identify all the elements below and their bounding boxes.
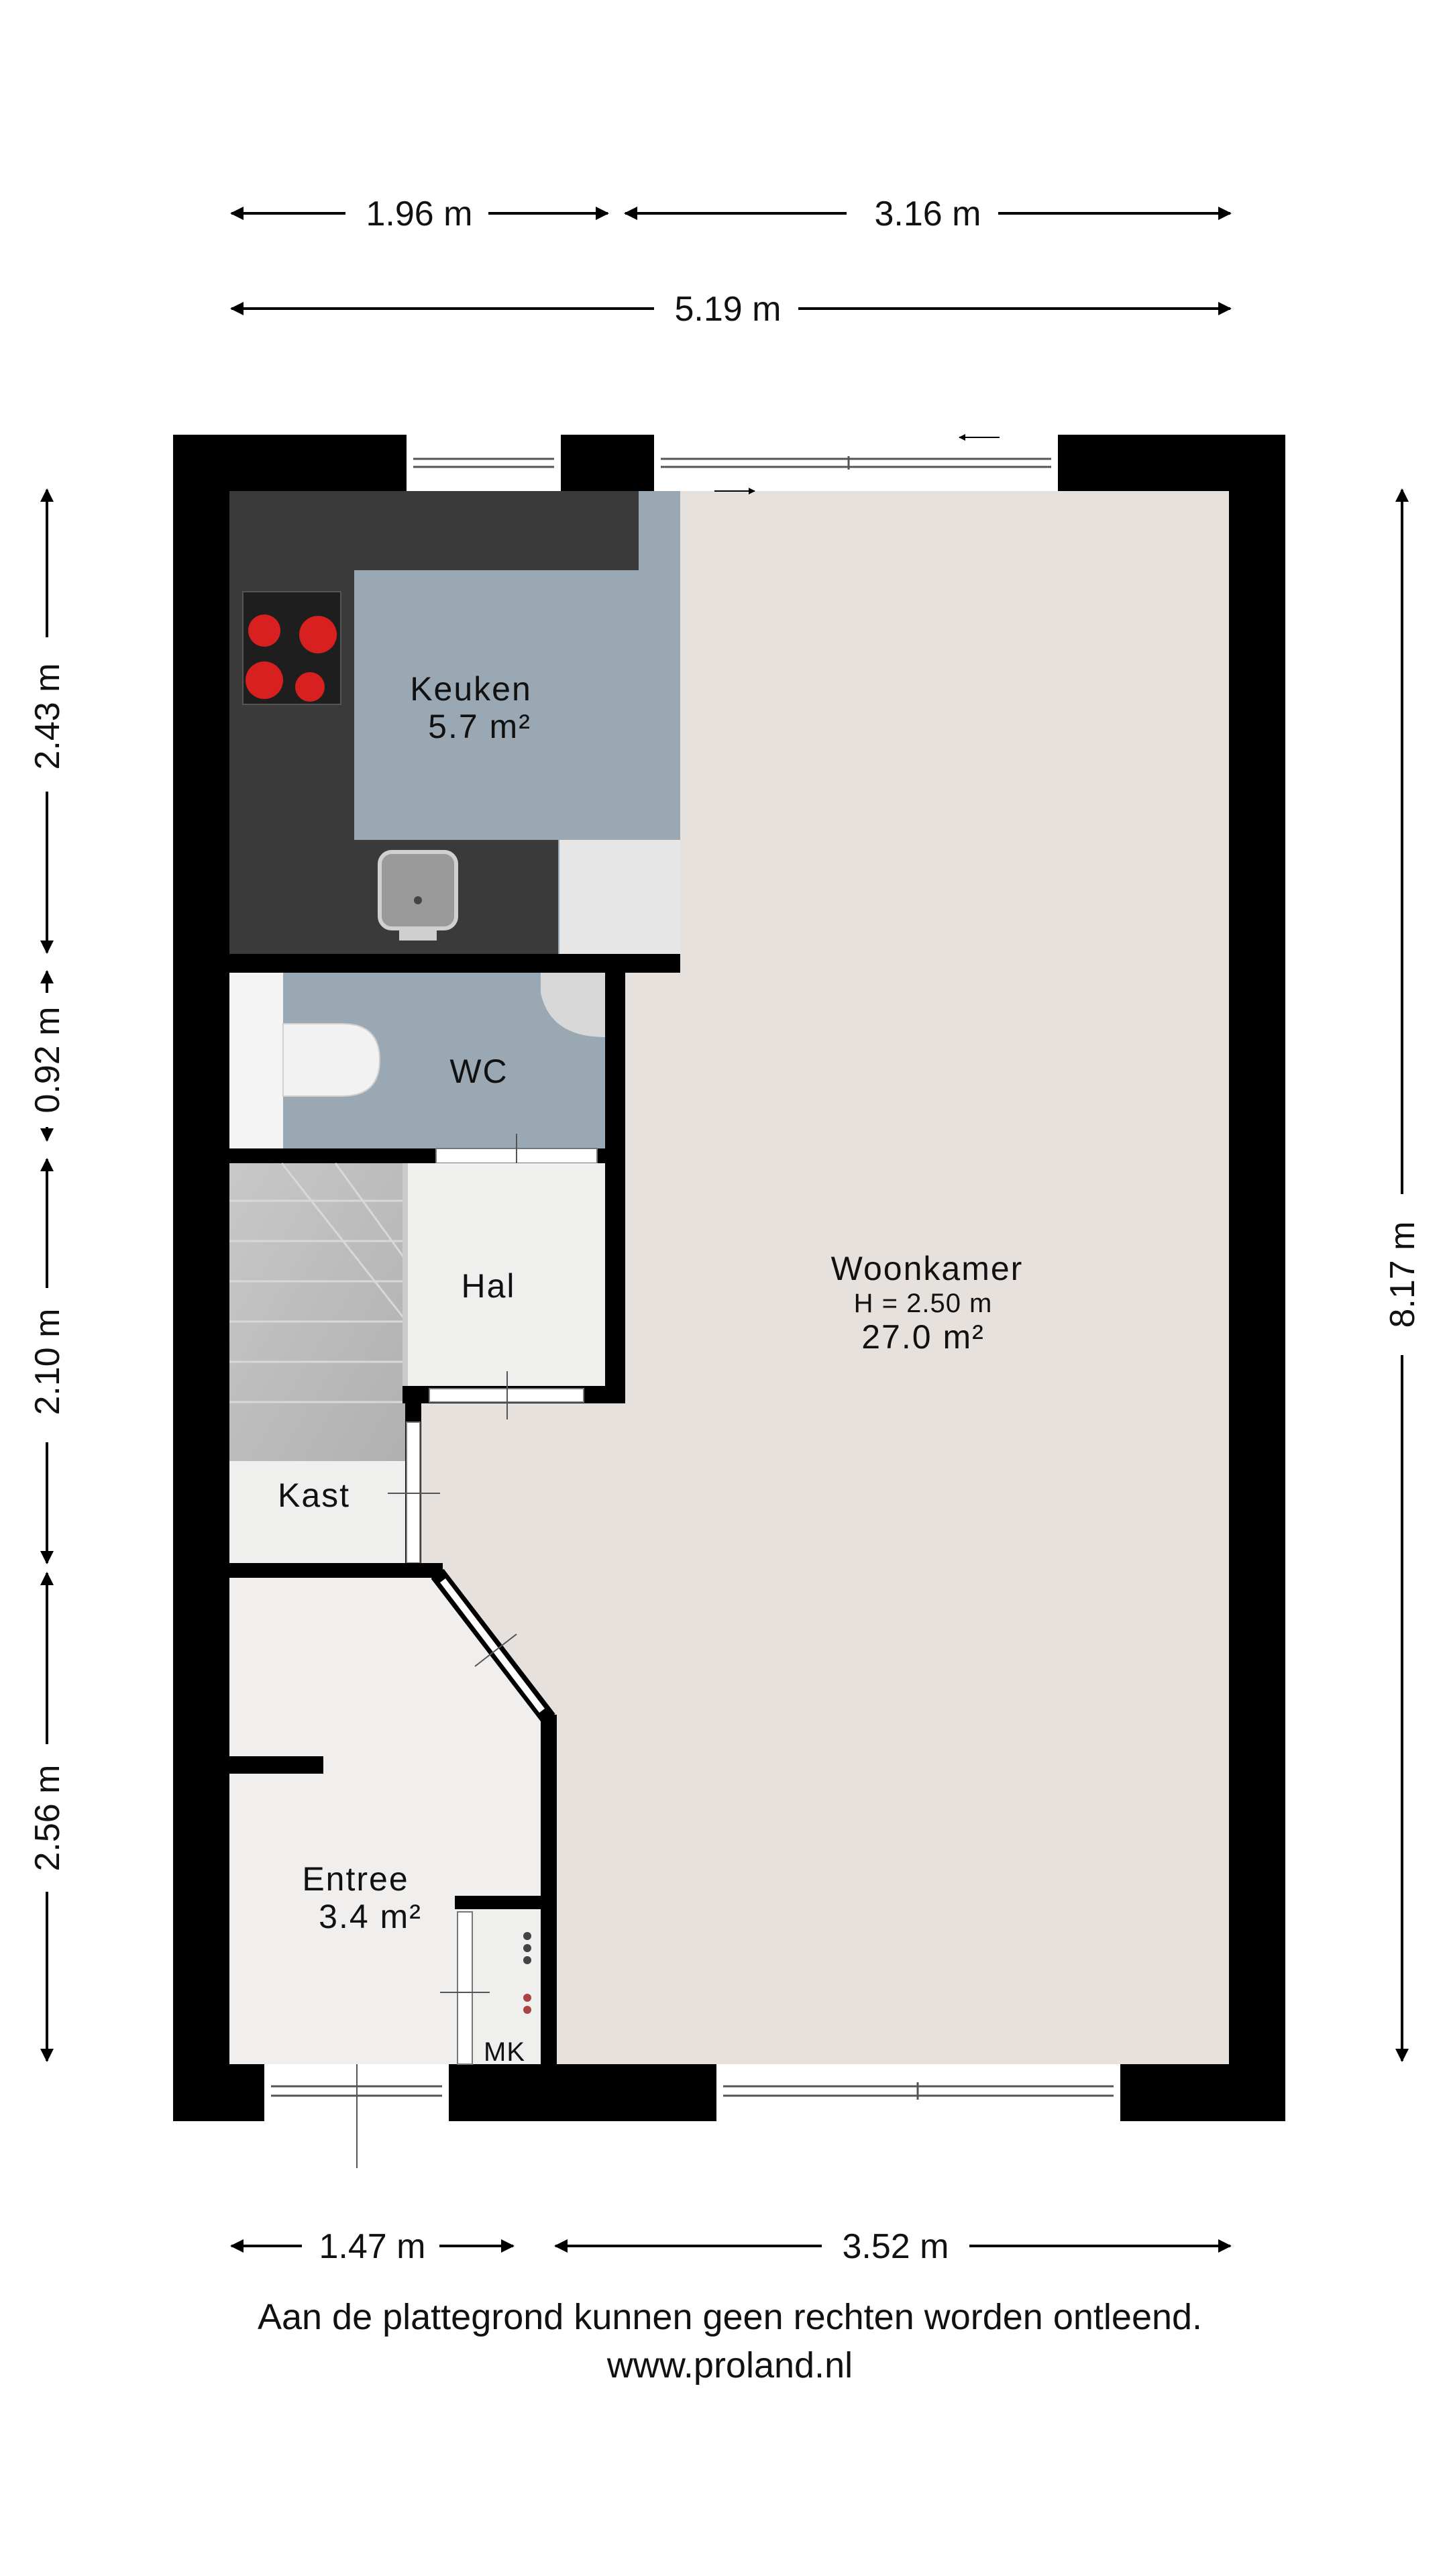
fridge <box>559 840 680 954</box>
room-woonkamer-name: Woonkamer <box>831 1250 1024 1287</box>
dimension-labels: 1.96 m 3.16 m 5.19 m 2.43 m 0.92 m 2.10 … <box>28 195 1422 2266</box>
kitchen-wall <box>229 954 680 973</box>
meter-door <box>457 1911 473 2065</box>
room-entree-area: 3.4 m² <box>319 1898 422 1935</box>
hob-ring <box>248 614 280 647</box>
woonkamer: Woonkamer H = 2.50 m 27.0 m² <box>831 1250 1024 1356</box>
entree: Entree 3.4 m² MK <box>229 1563 557 2067</box>
dim-bottom-left: 1.47 m <box>319 2227 426 2266</box>
website-url[interactable]: www.proland.nl <box>606 2345 853 2385</box>
hob-ring <box>246 661 283 699</box>
dim-bottom-right: 3.52 m <box>843 2227 949 2266</box>
room-woonkamer-height: H = 2.50 m <box>854 1289 993 1318</box>
kitchen: Keuken 5.7 m² <box>229 491 680 973</box>
room-keuken-name: Keuken <box>410 670 532 708</box>
wc: WC <box>229 973 625 1402</box>
wc-wall-right <box>605 973 625 1402</box>
hal-wall-left <box>402 1163 408 1386</box>
entree-wall-right <box>541 1715 557 2064</box>
dim-top-right: 3.16 m <box>875 195 981 233</box>
dim-left-4: 2.56 m <box>28 1765 67 1872</box>
dimension-lines <box>40 207 1409 2253</box>
toilet <box>282 1023 381 1097</box>
top-windows <box>407 434 1058 494</box>
entree-wall-stub <box>229 1756 323 1774</box>
dim-right-total: 8.17 m <box>1383 1222 1422 1328</box>
stairs <box>229 1163 407 1461</box>
dim-left-1: 2.43 m <box>28 663 67 770</box>
kast-floor <box>229 1461 407 1563</box>
disclaimer-text: Aan de plattegrond kunnen geen rechten w… <box>258 2297 1202 2337</box>
entree-wall-top <box>229 1563 443 1578</box>
meter-wall-top <box>455 1896 555 1909</box>
room-hal-name: Hal <box>461 1267 515 1305</box>
room-entree-name: Entree <box>302 1860 409 1898</box>
room-kast-name: Kast <box>278 1477 350 1514</box>
wc-basin <box>541 973 605 1037</box>
wc-cistern <box>229 973 283 1148</box>
dim-left-3: 2.10 m <box>28 1309 67 1415</box>
sink <box>378 850 458 930</box>
hob-ring <box>295 672 325 702</box>
hal-area: Hal Kast <box>229 1163 625 1564</box>
bottom-windows <box>264 2019 1120 2168</box>
room-woonkamer-area: 27.0 m² <box>861 1318 985 1356</box>
hob-ring <box>299 616 337 653</box>
meter-dots <box>523 1932 531 2014</box>
room-mk-name: MK <box>484 2037 525 2067</box>
dim-left-2: 0.92 m <box>28 1007 67 1114</box>
dim-top-left: 1.96 m <box>366 195 473 233</box>
dim-top-total: 5.19 m <box>675 290 782 329</box>
room-wc-name: WC <box>449 1053 508 1090</box>
hal-floor <box>407 1163 605 1386</box>
room-keuken-area: 5.7 m² <box>428 708 531 745</box>
